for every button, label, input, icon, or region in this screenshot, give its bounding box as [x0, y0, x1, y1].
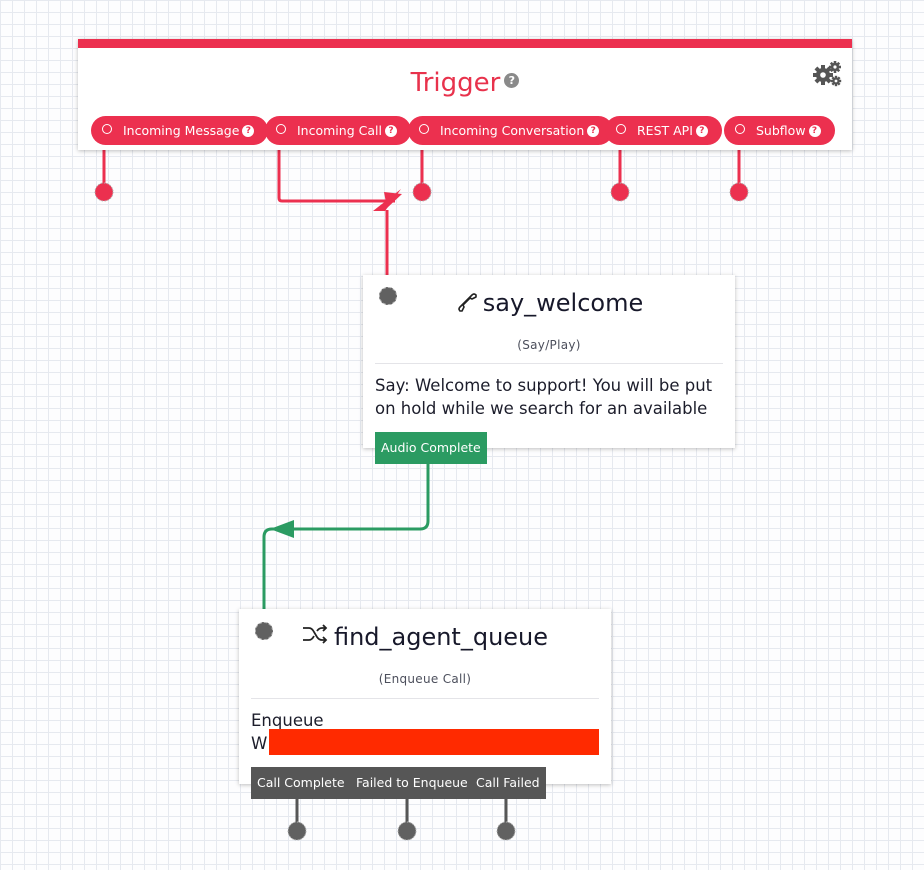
help-icon[interactable]: ?: [587, 124, 600, 137]
rest-api-port: [610, 182, 630, 202]
transition-failed-to-enqueue[interactable]: Failed to Enqueue: [350, 767, 474, 799]
call-complete-port: [287, 821, 307, 841]
transition-call-failed[interactable]: Call Failed: [470, 767, 546, 799]
circle-icon: [276, 124, 286, 134]
pill-subflow[interactable]: Subflow?: [724, 116, 835, 145]
gears-icon[interactable]: [812, 60, 842, 88]
transition-call-complete[interactable]: Call Complete: [251, 767, 351, 799]
widget-title: say_welcome: [363, 289, 735, 317]
say-welcome-widget[interactable]: say_welcome (Say/Play) Say: Welcome to s…: [363, 275, 735, 464]
pill-label: Incoming Message: [123, 123, 240, 138]
body-line: Say: Welcome to support! You will be put: [375, 376, 713, 395]
pill-label: Subflow: [756, 123, 806, 138]
redaction-bar: [269, 729, 599, 755]
phone-icon: [457, 293, 477, 312]
body-line: W: [251, 734, 268, 753]
incoming-message-port: [94, 182, 114, 202]
body-line: Enqueue: [251, 711, 324, 730]
body-line: on hold while we search for an available: [375, 399, 708, 418]
shuffle-icon: [302, 624, 328, 644]
widget-title: find_agent_queue: [239, 623, 611, 651]
help-icon[interactable]: ?: [808, 124, 821, 137]
help-icon[interactable]: ?: [384, 124, 397, 137]
circle-icon: [735, 124, 745, 134]
pill-label: Incoming Conversation: [440, 123, 585, 138]
trigger-title: Trigger?: [78, 68, 852, 98]
help-icon[interactable]: ?: [695, 124, 708, 137]
input-port[interactable]: [255, 622, 273, 640]
pill-label: REST API: [637, 123, 693, 138]
help-icon[interactable]: ?: [504, 73, 520, 88]
circle-icon: [616, 124, 626, 134]
trigger-title-text: Trigger: [410, 68, 501, 98]
find-agent-queue-widget[interactable]: find_agent_queue (Enqueue Call) Enqueue …: [239, 609, 611, 799]
trigger-widget[interactable]: Trigger?: [78, 39, 852, 150]
pill-rest-api[interactable]: REST API?: [605, 116, 722, 145]
failed-to-enqueue-port: [397, 821, 417, 841]
call-failed-port: [496, 821, 516, 841]
help-icon[interactable]: ?: [242, 124, 255, 137]
audio-complete-arrowhead: [270, 520, 294, 538]
widget-body: Enqueue W: [251, 709, 601, 755]
divider: [375, 363, 723, 364]
pill-incoming-call[interactable]: Incoming Call?: [265, 116, 411, 145]
input-port[interactable]: [379, 287, 397, 305]
widget-type: (Enqueue Call): [378, 672, 472, 686]
pill-incoming-conversation[interactable]: Incoming Conversation?: [408, 116, 614, 145]
widget-body: Say: Welcome to support! You will be put…: [375, 374, 727, 420]
circle-icon: [419, 124, 429, 134]
transition-audio-complete[interactable]: Audio Complete: [375, 432, 487, 464]
circle-icon: [102, 124, 112, 134]
widget-name: say_welcome: [482, 289, 644, 317]
subflow-port: [729, 182, 749, 202]
pill-label: Incoming Call: [297, 123, 382, 138]
divider: [251, 698, 599, 699]
widget-name: find_agent_queue: [333, 623, 549, 651]
incoming-conversation-port: [412, 182, 432, 202]
audio-complete-connector: [262, 463, 430, 609]
widget-type: (Say/Play): [517, 338, 581, 352]
pill-incoming-message[interactable]: Incoming Message?: [91, 116, 269, 145]
incoming-call-connector: [277, 136, 395, 203]
